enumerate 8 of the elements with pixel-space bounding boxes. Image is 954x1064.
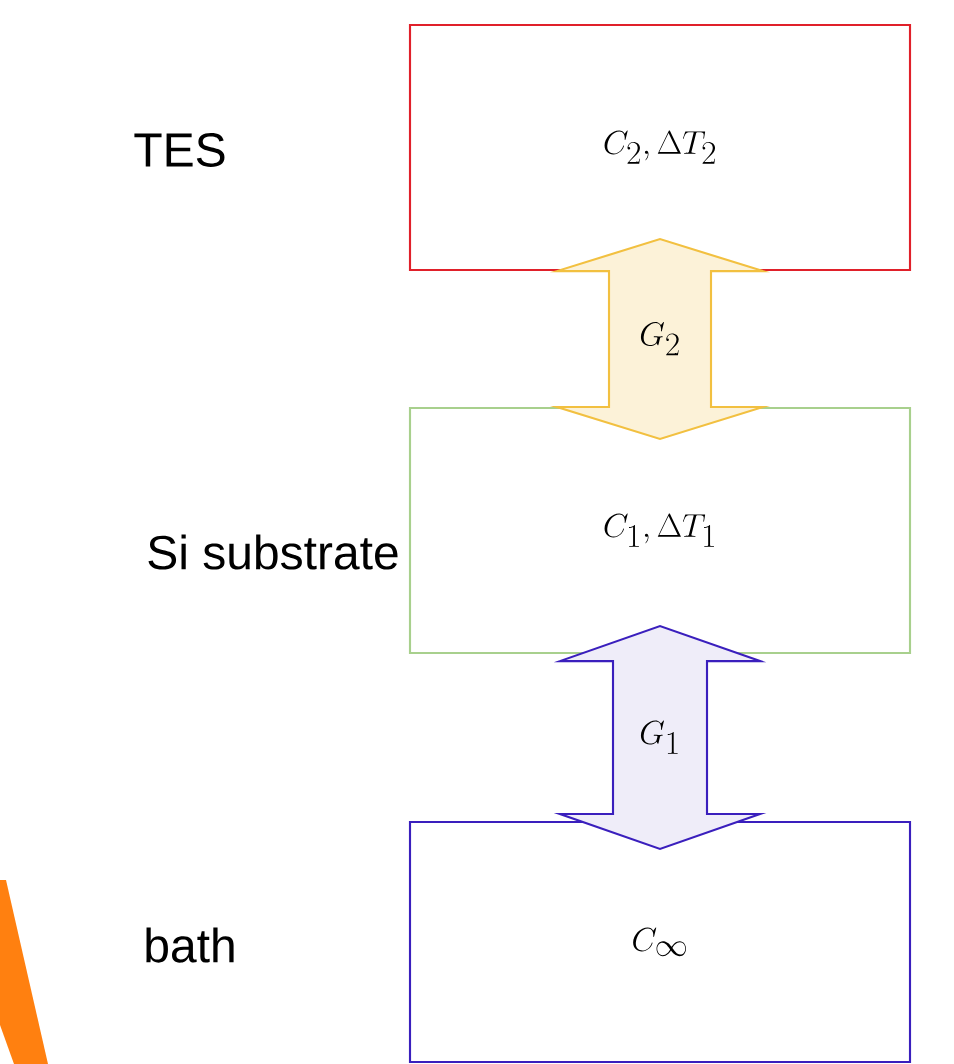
side-label: bath xyxy=(146,927,234,963)
double-arrow xyxy=(550,237,771,441)
edge-label: $G_1$ xyxy=(637,719,683,756)
double-arrow xyxy=(553,624,767,851)
box: $C_\infty$ xyxy=(408,820,912,1064)
edge-label: $G_2$ xyxy=(637,321,683,357)
side-label: TES xyxy=(134,133,225,167)
side-label: Si substrate xyxy=(148,534,398,570)
